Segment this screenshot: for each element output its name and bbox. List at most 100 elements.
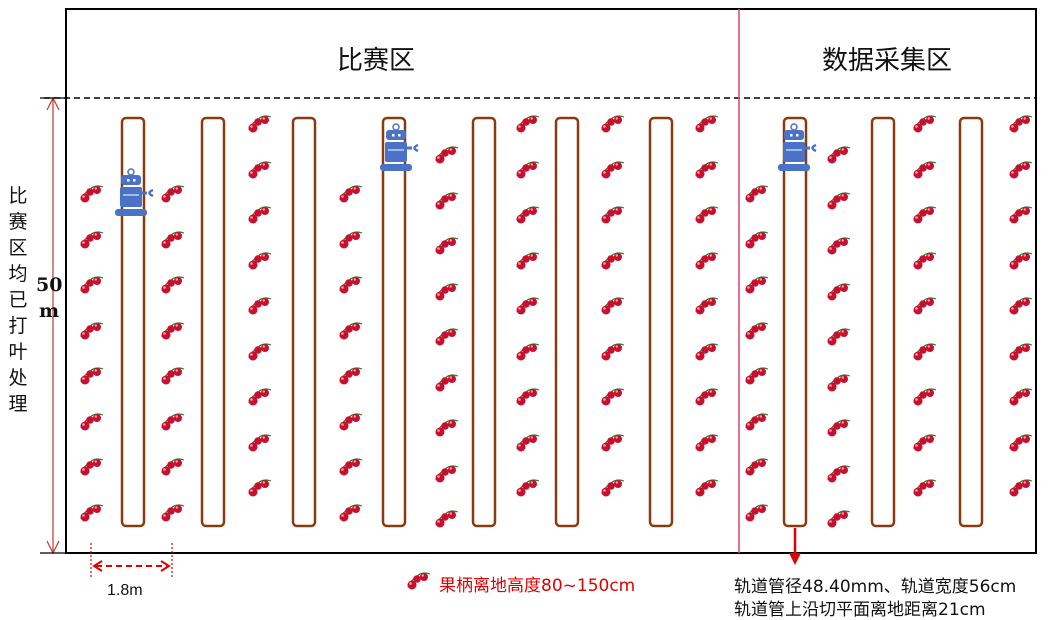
tomato-cluster-icon <box>247 206 272 225</box>
rail-track <box>471 116 497 528</box>
tomato-cluster-icon <box>515 388 540 407</box>
tomato-cluster-icon <box>1008 388 1033 407</box>
tomato-cluster-icon <box>79 276 104 295</box>
tomato-cluster-icon <box>247 343 272 362</box>
tomato-cluster-icon <box>826 146 851 165</box>
data-collection-zone-title: 数据采集区 <box>822 46 953 76</box>
tomato-cluster-icon <box>694 161 719 180</box>
tomato-cluster-icon <box>338 276 363 295</box>
tomato-cluster-icon <box>826 237 851 256</box>
tomato-cluster-icon <box>160 413 185 432</box>
tomato-cluster-icon <box>515 115 540 134</box>
tomato-cluster-icon <box>338 504 363 523</box>
tomato-cluster-icon <box>247 479 272 498</box>
tomato-cluster-icon <box>160 231 185 250</box>
tomato-cluster-icon <box>247 388 272 407</box>
tomato-cluster-icon <box>434 237 459 256</box>
tomato-cluster-icon <box>600 206 625 225</box>
tomato-cluster-icon <box>160 367 185 386</box>
rail-track <box>958 116 984 528</box>
tomato-cluster-icon <box>1008 297 1033 316</box>
tomato-cluster-icon <box>912 479 937 498</box>
tomato-cluster-icon <box>694 434 719 453</box>
tomato-cluster-icon <box>247 297 272 316</box>
tomato-cluster-icon <box>912 434 937 453</box>
tomato-cluster-icon <box>826 465 851 484</box>
tomato-cluster-icon <box>744 413 769 432</box>
tomato-cluster-icon <box>1008 479 1033 498</box>
tomato-cluster-icon <box>744 458 769 477</box>
tomato-cluster-icon <box>694 115 719 134</box>
tomato-cluster-icon <box>600 161 625 180</box>
tomato-cluster-icon <box>434 192 459 211</box>
tomato-cluster-icon <box>912 161 937 180</box>
tomato-cluster-icon <box>912 297 937 316</box>
robot-icon <box>113 167 155 218</box>
tomato-cluster-icon <box>434 465 459 484</box>
rail-track <box>782 116 808 528</box>
rail-track <box>870 116 896 528</box>
tomato-cluster-icon <box>338 322 363 341</box>
tomato-cluster-icon <box>79 458 104 477</box>
tomato-cluster-icon <box>744 276 769 295</box>
tomato-cluster-icon <box>160 504 185 523</box>
tomato-cluster-icon <box>434 146 459 165</box>
side-label-char: 理 <box>8 393 28 415</box>
tomato-cluster-icon <box>160 276 185 295</box>
tomato-cluster-icon <box>1008 115 1033 134</box>
tomato-cluster-icon <box>826 510 851 529</box>
tomato-cluster-icon <box>434 328 459 347</box>
side-label-char: 叶 <box>8 341 28 363</box>
tomato-cluster-icon <box>338 185 363 204</box>
tomato-cluster-icon <box>1008 252 1033 271</box>
tomato-cluster-icon <box>79 185 104 204</box>
tomato-cluster-icon <box>515 343 540 362</box>
length-value: 50 <box>36 274 63 296</box>
tomato-cluster-icon <box>600 297 625 316</box>
tomato-cluster-icon <box>694 252 719 271</box>
tomato-cluster-icon <box>600 343 625 362</box>
rail-track <box>120 116 146 528</box>
tomato-cluster-icon <box>826 283 851 302</box>
tomato-cluster-icon <box>247 252 272 271</box>
tomato-cluster-icon <box>79 413 104 432</box>
side-label-char: 已 <box>8 289 28 311</box>
row-spacing-label: 1.8m <box>107 582 143 599</box>
tomato-cluster-icon <box>515 206 540 225</box>
tomato-cluster-icon <box>515 252 540 271</box>
tomato-cluster-icon <box>160 458 185 477</box>
tomato-cluster-icon <box>744 231 769 250</box>
tomato-cluster-icon <box>338 231 363 250</box>
tomato-cluster-icon <box>826 328 851 347</box>
tomato-cluster-icon <box>247 161 272 180</box>
rail-track <box>381 116 407 528</box>
tomato-cluster-icon <box>247 434 272 453</box>
tomato-cluster-icon <box>744 504 769 523</box>
robot-icon <box>378 122 420 173</box>
tomato-cluster-icon <box>826 374 851 393</box>
tomato-cluster-icon <box>79 231 104 250</box>
rail-track <box>291 116 317 528</box>
side-label-char: 打 <box>8 315 28 337</box>
field-border <box>65 8 1037 554</box>
tomato-cluster-icon <box>600 479 625 498</box>
tomato-cluster-icon <box>600 252 625 271</box>
tomato-cluster-icon <box>694 479 719 498</box>
tomato-cluster-icon <box>912 115 937 134</box>
tomato-cluster-icon <box>79 367 104 386</box>
rail-spec-line2: 轨道管上沿切平面离地距离21cm <box>734 600 986 620</box>
tomato-cluster-icon <box>515 479 540 498</box>
tomato-cluster-icon <box>338 367 363 386</box>
tomato-cluster-icon <box>912 252 937 271</box>
tomato-cluster-icon <box>744 322 769 341</box>
tomato-cluster-icon <box>515 161 540 180</box>
side-label: 比赛区均已打叶处理 <box>6 183 30 417</box>
spacing-arrow-right <box>160 560 171 572</box>
tomato-cluster-icon <box>600 115 625 134</box>
spacing-arrow-left <box>92 560 103 572</box>
tomato-cluster-icon <box>912 343 937 362</box>
field-length-label: 50 m <box>36 272 62 324</box>
length-unit: m <box>39 300 60 322</box>
side-label-char: 处 <box>8 367 28 389</box>
